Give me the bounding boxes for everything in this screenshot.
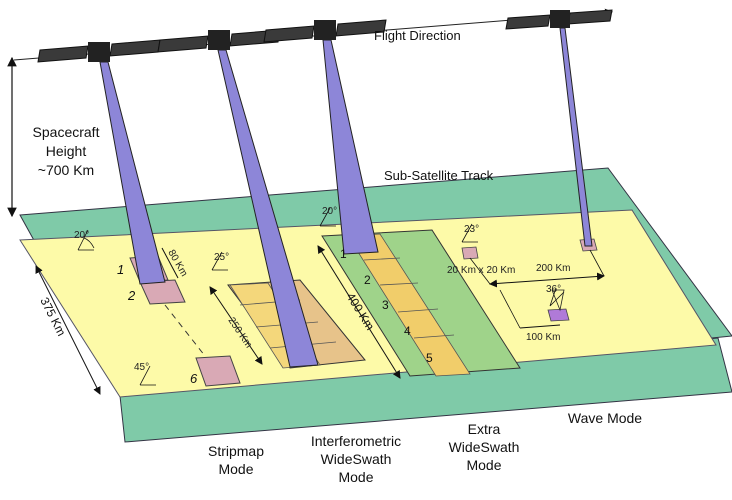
dim-80 — [161, 247, 179, 279]
mode-ews-2: WideSwath — [449, 439, 520, 455]
satellite-1-icon — [37, 39, 161, 63]
strip-beam-2: 2 — [127, 288, 136, 303]
mode-ews-3: Mode — [466, 457, 501, 473]
spacecraft-height-label-2: Height — [46, 143, 87, 159]
mode-stripmap-2: Mode — [218, 461, 253, 477]
wave-vignette-1 — [461, 246, 479, 260]
sub-satellite-track-label: Sub-Satellite Track — [384, 168, 494, 183]
dim-375 — [35, 265, 101, 395]
angle-23: 23° — [464, 224, 479, 235]
mode-wave: Wave Mode — [568, 410, 642, 426]
flight-direction-label: Flight Direction — [374, 28, 461, 43]
iws-beam-5: 5 — [426, 351, 433, 365]
iws-beam-2: 2 — [364, 273, 371, 287]
angle-marker-25 — [211, 251, 228, 271]
iws-beam-3: 3 — [382, 298, 389, 312]
angle-marker-20-left — [77, 229, 95, 251]
dim-100 — [519, 324, 561, 329]
angle-45: 45° — [134, 362, 149, 373]
wave-vignette-3 — [547, 308, 570, 322]
mode-iws-1: Interferometric — [311, 433, 401, 449]
dim-400 — [317, 245, 401, 379]
spacing-200-label: 200 Km — [536, 263, 570, 274]
satellite-2-icon — [157, 29, 281, 53]
angle-marker-36 — [549, 287, 565, 307]
mode-stripmap-1: Stripmap — [208, 443, 264, 459]
iws-beam-1: 1 — [340, 247, 347, 261]
angle-25: 25° — [214, 252, 229, 263]
angle-marker-23 — [461, 223, 478, 243]
dim-200 — [489, 272, 605, 288]
iws-beam-4: 4 — [404, 324, 411, 338]
mode-ews-1: Extra — [468, 421, 501, 437]
angle-36: 36° — [546, 284, 561, 295]
strip-beam-6: 6 — [190, 371, 198, 386]
spacing-100-label: 100 Km — [526, 332, 560, 343]
angle-20-mid: 20° — [322, 206, 337, 217]
beam-wave-cone — [551, 289, 565, 312]
dim-250 — [209, 286, 263, 365]
angle-marker-45 — [139, 365, 156, 386]
mode-iws-2: WideSwath — [321, 451, 392, 467]
satellite-4-icon — [505, 9, 613, 30]
vignette-size-label: 20 Km x 20 Km — [447, 265, 515, 276]
satellite-3-icon — [263, 19, 387, 43]
angle-marker-20-mid — [319, 207, 336, 227]
spacecraft-height-label-1: Spacecraft — [33, 124, 100, 140]
mode-iws-3: Mode — [338, 469, 373, 485]
angle-20-left: 20° — [74, 230, 89, 241]
spacecraft-height-label-3: ~700 Km — [38, 162, 94, 178]
strip-beam-1: 1 — [117, 262, 124, 277]
